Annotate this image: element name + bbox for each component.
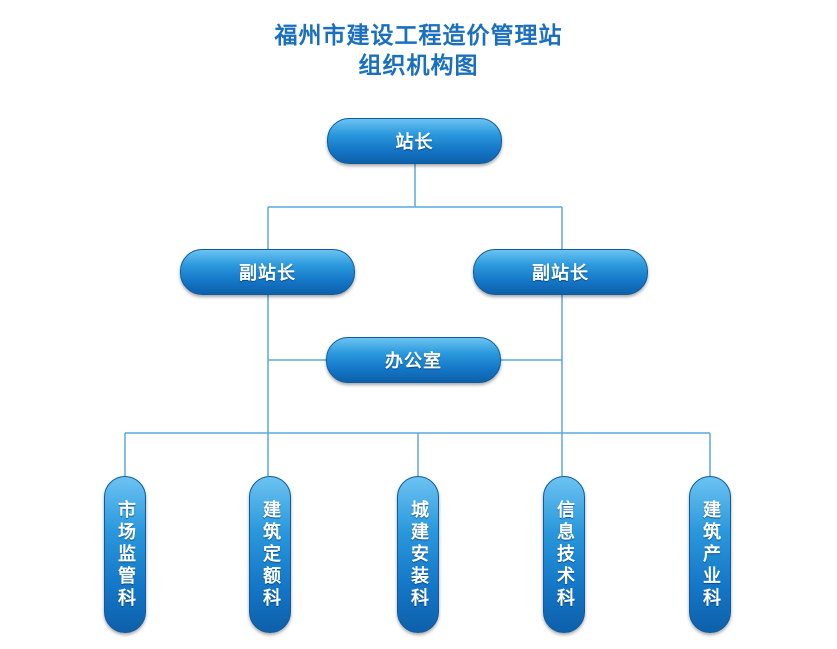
node-deputy-director-left: 副站长 [180, 249, 355, 295]
node-department-building-quota: 建筑定额科 [249, 476, 291, 633]
node-deputy-director-right: 副站长 [473, 249, 648, 295]
chart-subtitle: 组织机构图 [358, 53, 479, 79]
node-department-information-technology: 信息技术科 [543, 476, 585, 633]
chart-title: 福州市建设工程造价管理站 [274, 23, 563, 49]
node-department-market-supervision: 市场监管科 [104, 476, 146, 633]
node-department-urban-installation: 城建安装科 [397, 476, 439, 633]
node-director: 站长 [327, 118, 502, 164]
node-department-building-industry: 建筑产业科 [689, 476, 731, 633]
node-office: 办公室 [326, 337, 501, 383]
